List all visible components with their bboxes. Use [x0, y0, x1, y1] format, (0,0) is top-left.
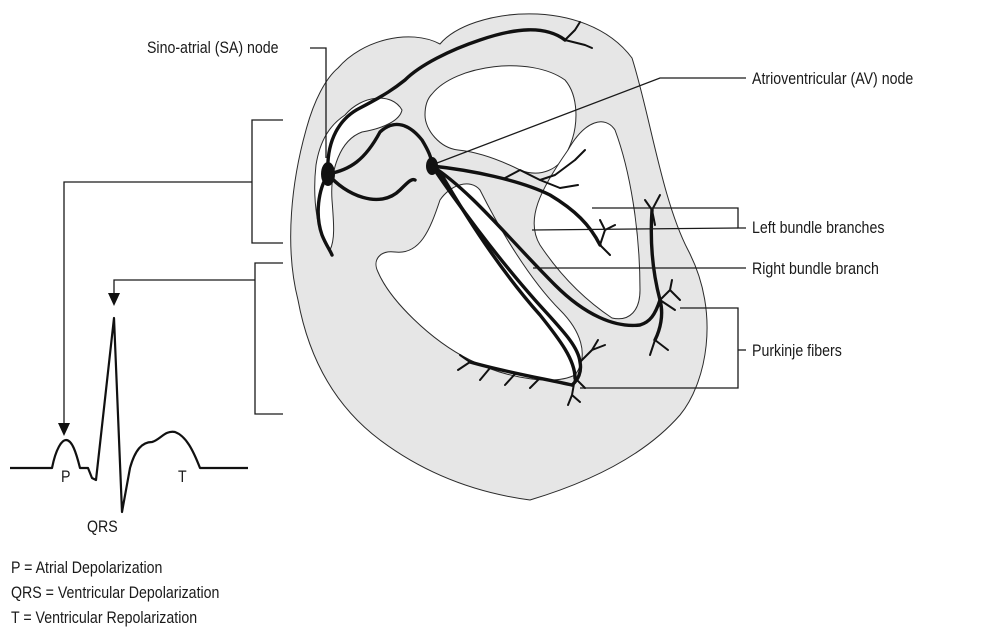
- atrial-bracket: [252, 120, 283, 243]
- legend: P = Atrial Depolarization QRS = Ventricu…: [11, 559, 219, 627]
- ventricular-bracket: [255, 263, 283, 414]
- right-bundle-label: Right bundle branch: [752, 260, 879, 278]
- legend-item-qrs: QRS = Ventricular Depolarization: [11, 584, 219, 602]
- heart-illustration: [291, 14, 707, 500]
- atrial-arrowhead: [58, 423, 70, 436]
- ventricular-arrowhead: [108, 293, 120, 306]
- ventricular-arrow-line: [114, 280, 255, 295]
- av-node-label: Atrioventricular (AV) node: [752, 70, 913, 88]
- sa-node-label: Sino-atrial (SA) node: [147, 39, 279, 57]
- legend-item-p: P = Atrial Depolarization: [11, 559, 162, 577]
- left-bundle-label: Left bundle branches: [752, 219, 885, 237]
- ecg-waveform: [10, 318, 248, 512]
- legend-item-t: T = Ventricular Repolarization: [11, 609, 197, 627]
- ecg-p-label: P: [61, 468, 70, 486]
- ecg-qrs-label: QRS: [87, 518, 118, 536]
- purkinje-label: Purkinje fibers: [752, 342, 842, 360]
- atrial-arrow-line: [64, 182, 252, 425]
- ecg-t-label: T: [178, 468, 187, 486]
